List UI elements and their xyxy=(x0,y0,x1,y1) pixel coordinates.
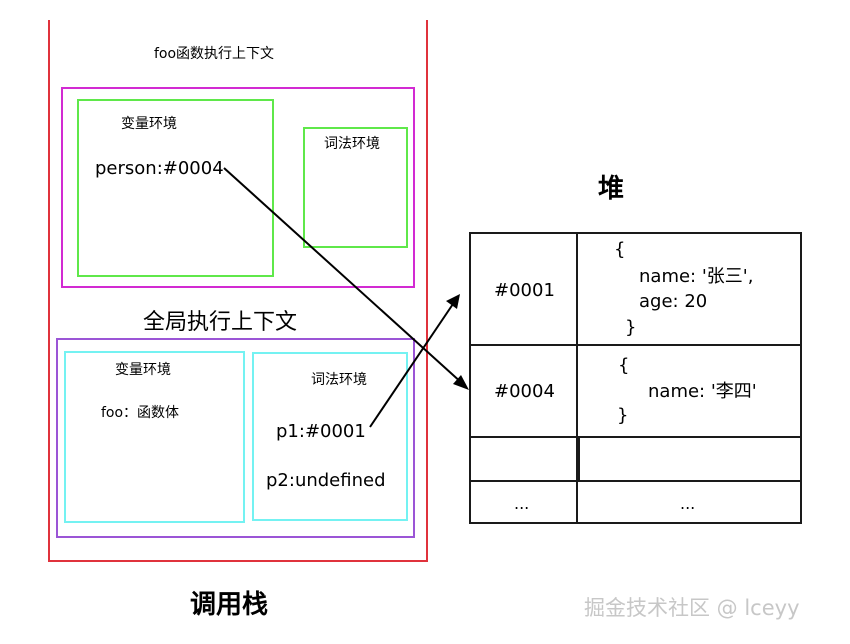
heap-value-cell-ellipsis xyxy=(576,480,802,524)
foo-lexical-env-label: 词法环境 xyxy=(324,136,380,152)
arrow-p1-to-0001-head xyxy=(446,294,460,309)
foo-context-title: foo函数执行上下文 xyxy=(154,46,275,62)
call-stack-frame xyxy=(48,20,428,562)
global-lexical-env-label: 词法环境 xyxy=(311,372,367,388)
heap-address-cell-0004 xyxy=(469,344,578,438)
heap-object-0004-name: name: '李四' xyxy=(648,381,757,402)
global-foo-entry: foo：函数体 xyxy=(101,405,180,421)
foo-person-entry: person:#0004 xyxy=(95,158,224,179)
heap-address-0001: #0001 xyxy=(494,280,555,301)
foo-lexical-environment xyxy=(303,127,408,248)
global-context-title: 全局执行上下文 xyxy=(143,310,298,335)
heap-address-cell-0001 xyxy=(469,232,578,346)
call-stack-title: 调用栈 xyxy=(190,590,269,620)
heap-object-0004-open: { xyxy=(618,355,630,376)
foo-variable-environment xyxy=(77,99,274,277)
global-p2-entry: p2:undefined xyxy=(266,470,386,491)
global-variable-env-label: 变量环境 xyxy=(115,362,171,378)
heap-object-0001-name: name: '张三', xyxy=(639,266,754,287)
arrow-person-to-0004 xyxy=(223,167,464,385)
heap-object-0001-age: age: 20 xyxy=(639,291,708,312)
global-execution-context xyxy=(56,338,415,538)
heap-object-0001-open: { xyxy=(614,239,626,260)
heap-object-0001-close: } xyxy=(625,317,637,338)
heap-title: 堆 xyxy=(598,174,625,204)
heap-address-cell-empty xyxy=(469,436,578,482)
heap-value-cell-0004 xyxy=(576,344,802,438)
watermark: 掘金技术社区 @ lceyy xyxy=(584,596,800,620)
global-lexical-environment xyxy=(252,352,408,521)
heap-object-0004-close: } xyxy=(617,405,629,426)
foo-variable-env-label: 变量环境 xyxy=(121,116,177,132)
heap-address-0004: #0004 xyxy=(494,381,555,402)
arrow-person-to-0004-head xyxy=(453,375,469,390)
arrow-p1-to-0001 xyxy=(369,300,456,428)
heap-address-ellipsis: ... xyxy=(514,494,530,513)
heap-value-ellipsis: ... xyxy=(680,494,696,513)
foo-execution-context xyxy=(61,87,415,288)
heap-value-cell-0001 xyxy=(576,232,802,346)
global-p1-entry: p1:#0001 xyxy=(276,421,366,442)
global-variable-environment xyxy=(64,351,245,523)
